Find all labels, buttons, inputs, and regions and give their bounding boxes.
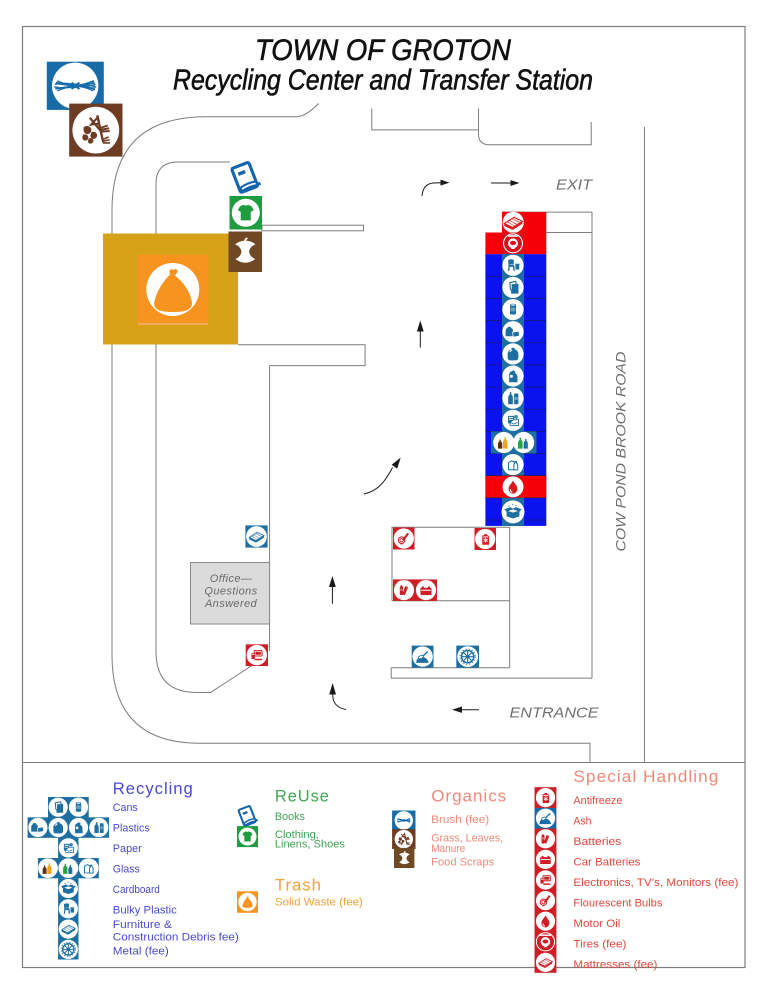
svg-text:Cardboard: Cardboard bbox=[113, 884, 160, 896]
svg-text:Organics: Organics bbox=[431, 787, 507, 806]
svg-text:Recycling Center and Transfer: Recycling Center and Transfer Station bbox=[173, 65, 593, 97]
svg-text:Cans: Cans bbox=[113, 802, 138, 814]
svg-text:ReUse: ReUse bbox=[275, 787, 330, 806]
svg-text:Construction Debris fee): Construction Debris fee) bbox=[113, 932, 239, 944]
svg-text:Paper: Paper bbox=[113, 843, 142, 855]
svg-text:Brush (fee): Brush (fee) bbox=[431, 814, 489, 826]
svg-text:Ash: Ash bbox=[573, 816, 591, 828]
svg-text:Flourescent Bulbs: Flourescent Bulbs bbox=[573, 898, 663, 910]
svg-text:Trash: Trash bbox=[275, 876, 322, 895]
svg-text:Furniture &: Furniture & bbox=[113, 919, 173, 931]
svg-text:Mattresses (fee): Mattresses (fee) bbox=[573, 959, 657, 971]
svg-text:Glass: Glass bbox=[113, 864, 140, 876]
svg-text:Food Scraps: Food Scraps bbox=[431, 857, 494, 869]
svg-text:Books: Books bbox=[275, 811, 305, 823]
svg-text:Special Handling: Special Handling bbox=[573, 767, 719, 786]
svg-text:Bulky Plastic: Bulky Plastic bbox=[113, 905, 178, 917]
svg-text:Antifreeze: Antifreeze bbox=[573, 795, 622, 807]
svg-text:TOWN OF GROTON: TOWN OF GROTON bbox=[255, 34, 511, 67]
svg-text:Tires (fee): Tires (fee) bbox=[573, 939, 626, 951]
svg-text:Linens, Shoes: Linens, Shoes bbox=[275, 839, 346, 851]
svg-text:Manure: Manure bbox=[431, 843, 465, 855]
svg-text:Recycling: Recycling bbox=[113, 779, 194, 798]
svg-text:Car Batteries: Car Batteries bbox=[573, 857, 641, 869]
svg-text:Motor Oil: Motor Oil bbox=[573, 918, 620, 930]
svg-text:Batteries: Batteries bbox=[573, 836, 622, 848]
svg-text:Clothing,: Clothing, bbox=[275, 829, 319, 841]
svg-text:Solid Waste (fee): Solid Waste (fee) bbox=[275, 897, 363, 909]
svg-text:Electronics, TV’s, Monitors (f: Electronics, TV’s, Monitors (fee) bbox=[573, 877, 738, 889]
svg-text:Questions: Questions bbox=[204, 586, 257, 598]
svg-text:EXIT: EXIT bbox=[556, 177, 594, 194]
svg-text:Office—: Office— bbox=[210, 573, 253, 585]
svg-text:Metal (fee): Metal (fee) bbox=[113, 946, 169, 958]
svg-text:ENTRANCE: ENTRANCE bbox=[510, 705, 600, 722]
svg-text:COW POND BROOK ROAD: COW POND BROOK ROAD bbox=[614, 351, 629, 551]
svg-text:Answered: Answered bbox=[204, 598, 258, 610]
svg-text:Grass, Leaves,: Grass, Leaves, bbox=[431, 833, 503, 845]
svg-text:Plastics: Plastics bbox=[113, 823, 150, 835]
